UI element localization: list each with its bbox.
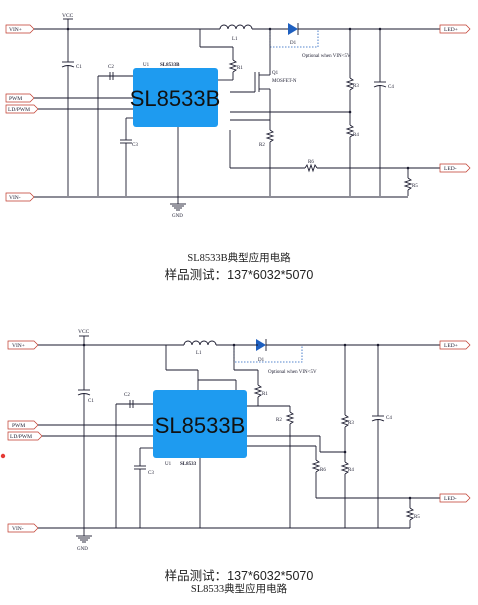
bottom-vcc-label: VCC	[78, 329, 90, 335]
bottom-port-pwm: PWM	[7, 420, 39, 430]
svg-text:VIN+: VIN+	[12, 343, 25, 349]
bottom-optional-note: Optional when VIN<5V	[268, 370, 317, 375]
bottom-chip	[153, 390, 247, 458]
bottom-r5-label: R5	[414, 515, 420, 520]
bottom-c4-label: C4	[386, 416, 392, 421]
top-port-vin-plus: VIN+	[5, 24, 35, 34]
bottom-c2-label: C2	[124, 393, 130, 398]
top-gnd-icon	[170, 203, 186, 211]
svg-text:VIN-: VIN-	[12, 526, 24, 532]
bottom-chip-part: SL8533	[180, 462, 197, 467]
bottom-port-vin-plus: VIN+	[7, 340, 39, 350]
bottom-r2-label: R2	[276, 418, 282, 423]
top-q1-label: Q1	[272, 71, 279, 76]
top-r3-label: R3	[353, 84, 359, 89]
top-caption-title: SL8533B典型应用电路	[187, 253, 291, 264]
svg-text:PWM: PWM	[9, 96, 22, 102]
svg-text:LD/PWM: LD/PWM	[8, 107, 30, 113]
bottom-c3-label: C3	[148, 471, 154, 476]
bottom-r6-label: R6	[320, 468, 326, 473]
top-port-vin-minus: VIN-	[5, 192, 35, 202]
top-r2-label: R2	[259, 143, 265, 148]
bottom-schematic: VCC VIN+ C1 L1 D1 LED+ Optional	[0, 329, 471, 552]
top-mosfet-icon	[230, 29, 271, 120]
svg-text:LED+: LED+	[444, 343, 458, 349]
bottom-r4-label: R4	[348, 468, 354, 473]
bottom-r1-label: R1	[262, 392, 268, 397]
top-r6-label: R6	[308, 160, 314, 165]
top-chip-part: SL8533B	[160, 63, 180, 68]
bottom-port-ld-pwm: LD/PWM	[7, 431, 43, 441]
svg-text:LED-: LED-	[444, 496, 457, 502]
top-d1-label: D1	[290, 41, 297, 46]
bottom-caption-sample: 样品测试：137*6032*5070	[164, 569, 314, 583]
red-marker-icon	[0, 453, 6, 459]
bottom-c1-label: C1	[88, 399, 94, 404]
top-port-led-plus: LED+	[439, 24, 471, 34]
bottom-chip-name: SL8533B	[155, 413, 246, 438]
bottom-port-vin-minus: VIN-	[7, 523, 39, 533]
bottom-gnd-label: GND	[77, 547, 88, 552]
top-port-ld-pwm: LD/PWM	[5, 104, 39, 114]
top-chip	[133, 68, 218, 127]
top-c2-label: C2	[108, 65, 114, 70]
top-chip-name: SL8533B	[130, 86, 221, 111]
top-r4-label: R4	[353, 133, 359, 138]
top-optional-note: Optional when VIN<5V	[302, 54, 351, 59]
bottom-l1-label: L1	[196, 351, 202, 356]
top-vcc-label: VCC	[62, 13, 74, 19]
svg-text:LED+: LED+	[444, 27, 458, 33]
top-port-pwm: PWM	[5, 93, 35, 103]
bottom-gnd-icon	[76, 535, 92, 543]
bottom-d1-label: D1	[258, 358, 265, 363]
top-l1-label: L1	[232, 37, 238, 42]
svg-text:LD/PWM: LD/PWM	[10, 434, 32, 440]
top-c4-label: C4	[388, 85, 394, 90]
top-u1-label: U1	[143, 63, 150, 68]
top-caption-sample: 样品测试：137*6032*5070	[164, 268, 314, 282]
bottom-r3-label: R3	[348, 421, 354, 426]
bottom-port-led-plus: LED+	[439, 340, 471, 350]
top-mosfet-type: MOSFET-N	[272, 79, 297, 84]
bottom-u1-label: U1	[165, 462, 172, 467]
top-c1-label: C1	[76, 65, 82, 70]
svg-text:LED-: LED-	[444, 166, 457, 172]
top-c3-label: C3	[132, 143, 138, 148]
top-r5-label: R5	[412, 184, 418, 189]
svg-text:PWM: PWM	[12, 423, 25, 429]
bottom-port-led-minus: LED-	[439, 493, 471, 503]
bottom-diode-icon	[256, 339, 266, 351]
top-schematic: VCC VIN+ C1 L1 D1 LED+	[5, 13, 471, 219]
top-port-led-minus: LED-	[439, 163, 471, 173]
svg-text:VIN-: VIN-	[9, 195, 21, 201]
top-diode-icon	[288, 23, 298, 35]
top-r1-label: R1	[237, 66, 243, 71]
bottom-caption-title: SL8533典型应用电路	[190, 584, 288, 595]
top-gnd-label: GND	[172, 214, 183, 219]
svg-text:VIN+: VIN+	[9, 27, 22, 33]
